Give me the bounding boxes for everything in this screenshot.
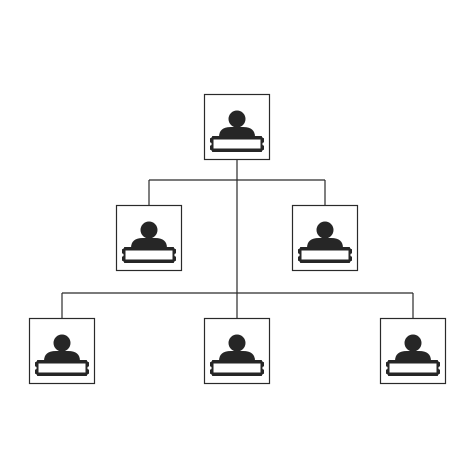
name-plate-corner-notch [383,373,389,379]
person-head [404,334,422,352]
connector-lines [61,160,414,318]
name-plate [119,244,179,266]
name-plate-corner-notch [173,260,179,266]
name-plate-corner-notch [119,260,125,266]
name-plate-corner-notch [437,373,443,379]
name-plate [207,357,267,379]
person-icon [219,334,255,361]
name-plate-side-notch [208,142,212,146]
person-icon [307,221,343,248]
name-plate-corner-notch [32,357,38,363]
name-plate-corner-notch [207,133,213,139]
org-node-top [203,93,271,161]
person-shoulders [219,351,255,361]
name-plate-side-notch [296,253,300,257]
name-plate-corner-notch [295,244,301,250]
org-node-mid-right [291,204,359,272]
person-icon [131,221,167,248]
name-plate-corner-notch [261,357,267,363]
name-plate-corner-notch [437,357,443,363]
org-node-bottom-left [28,317,96,385]
name-plate-side-notch [87,366,91,370]
name-plate-side-notch [350,253,354,257]
name-plate-corner-notch [32,373,38,379]
name-plate-side-notch [33,366,37,370]
name-plate-field [301,250,349,260]
person-head [228,110,246,128]
person-shoulders [395,351,431,361]
name-plate-side-notch [174,253,178,257]
person-shoulders [219,127,255,137]
name-plate-corner-notch [261,373,267,379]
person-head [316,221,334,239]
name-plate-corner-notch [207,357,213,363]
name-plate [295,244,355,266]
name-plate-side-notch [120,253,124,257]
name-plate-side-notch [262,366,266,370]
name-plate [32,357,92,379]
name-plate-field [125,250,173,260]
person-head [53,334,71,352]
person-icon [44,334,80,361]
name-plate-corner-notch [349,260,355,266]
person-head [228,334,246,352]
name-plate-field [389,363,437,373]
name-plate-side-notch [438,366,442,370]
name-plate-corner-notch [86,373,92,379]
name-plate-corner-notch [207,149,213,155]
name-plate-field [38,363,86,373]
name-plate-corner-notch [86,357,92,363]
person-icon [219,110,255,137]
person-shoulders [44,351,80,361]
name-plate-corner-notch [261,149,267,155]
org-node-bottom-right [379,317,447,385]
name-plate [207,133,267,155]
person-shoulders [307,238,343,248]
person-icon [395,334,431,361]
name-plate-corner-notch [173,244,179,250]
name-plate-field [213,363,261,373]
name-plate-corner-notch [119,244,125,250]
name-plate-corner-notch [383,357,389,363]
name-plate-side-notch [262,142,266,146]
org-node-bottom-center [203,317,271,385]
name-plate-corner-notch [207,373,213,379]
name-plate [383,357,443,379]
org-node-mid-left [115,204,183,272]
name-plate-side-notch [384,366,388,370]
name-plate-field [213,139,261,149]
name-plate-corner-notch [295,260,301,266]
name-plate-corner-notch [349,244,355,250]
person-shoulders [131,238,167,248]
person-head [140,221,158,239]
name-plate-side-notch [208,366,212,370]
name-plate-corner-notch [261,133,267,139]
